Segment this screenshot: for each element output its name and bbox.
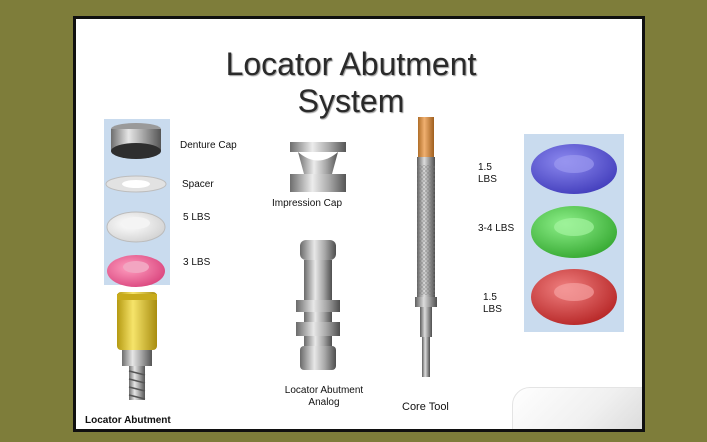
colored-inserts-image [531,144,617,325]
slide-title: Locator Abutment System [76,46,626,120]
label-insert-top: 1.5 LBS [478,162,497,186]
insert-bottom-line-2: LBS [483,304,502,315]
impression-cap-image [290,142,346,192]
label-insert-bottom: 1.5 LBS [483,292,502,316]
label-5-lbs: 5 LBS [183,212,211,223]
title-line-2: System [297,83,405,119]
label-denture-cap: Denture Cap [180,140,237,151]
label-locator-abutment: Locator Abutment [85,415,171,426]
insert-bottom-line-1: 1.5 [483,292,497,303]
label-core-tool: Core Tool [402,401,449,413]
insert-top-line-2: LBS [478,174,497,185]
label-spacer: Spacer [182,179,214,190]
core-tool-image [415,117,437,377]
title-line-1: Locator Abutment [225,46,477,82]
insert-top-line-1: 1.5 [478,162,492,173]
slide: Locator Abutment System [73,16,645,432]
label-insert-middle: 3-4 LBS [478,223,515,234]
label-abutment-analog: Locator Abutment Analog [276,385,372,409]
label-3-lbs: 3 LBS [183,257,211,268]
analog-label-line-1: Locator Abutment [284,385,364,396]
label-impression-cap: Impression Cap [272,198,343,209]
abutment-analog-image [296,240,340,370]
analog-label-line-2: Analog [308,397,340,408]
locator-component-stack-image [105,123,167,400]
page-curl-decoration [512,387,642,429]
